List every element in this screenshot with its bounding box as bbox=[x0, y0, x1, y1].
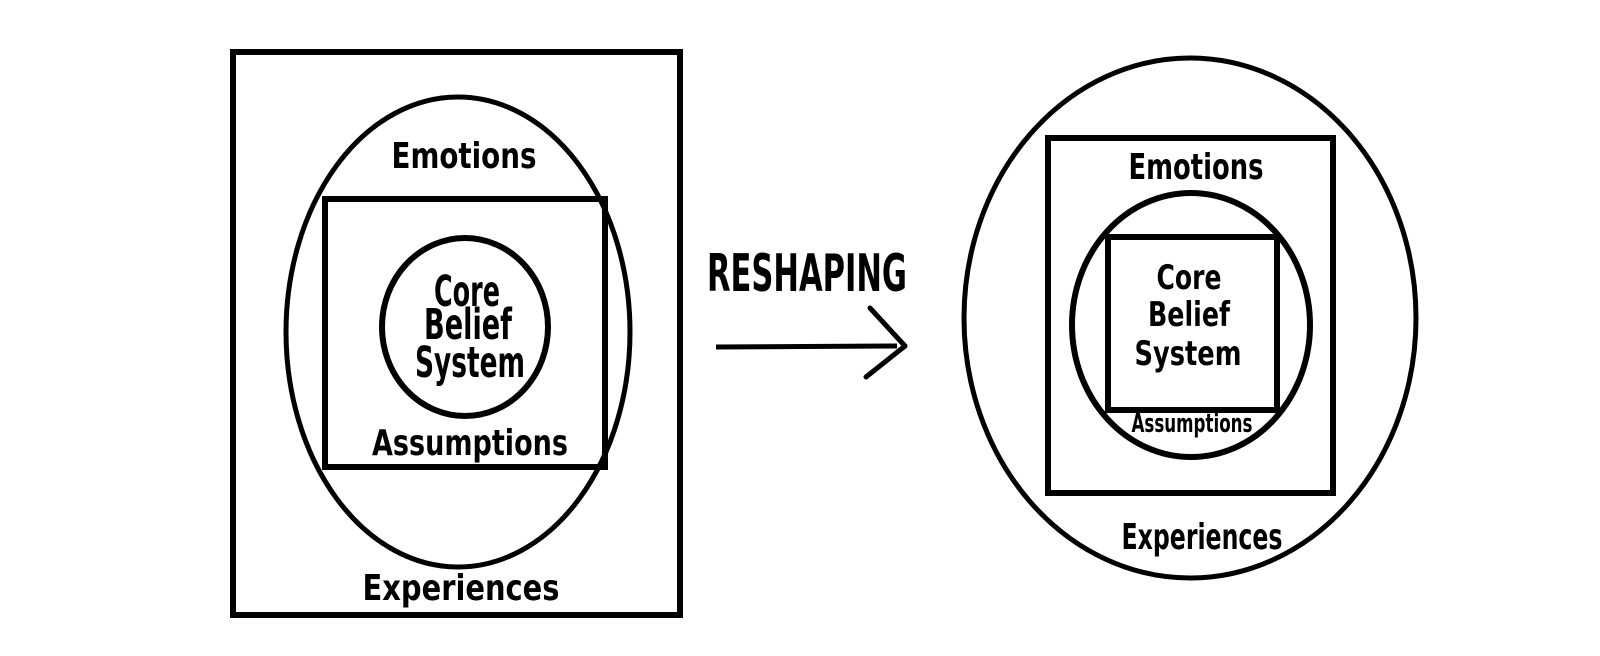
left-experiences-label: Experiences bbox=[363, 568, 560, 609]
left-emotions-label: Emotions bbox=[392, 136, 537, 177]
right-core-belief-label-line3: System bbox=[1135, 334, 1242, 374]
left-assumptions-square bbox=[322, 196, 608, 470]
left-emotions-ellipse bbox=[283, 94, 633, 570]
right-core-belief-square bbox=[1105, 234, 1280, 413]
right-emotions-rectangle bbox=[1045, 135, 1336, 496]
right-core-belief-label-line2: Belief bbox=[1148, 295, 1231, 335]
right-assumptions-label: Assumptions bbox=[1132, 409, 1253, 439]
left-diagram: Emotions Core Belief System Assumptions … bbox=[230, 49, 683, 618]
left-assumptions-label: Assumptions bbox=[372, 423, 568, 464]
arrow-shaft bbox=[715, 343, 898, 350]
left-core-belief-circle bbox=[379, 235, 551, 419]
right-experiences-label: Experiences bbox=[1122, 517, 1283, 558]
left-experiences-rectangle bbox=[230, 49, 683, 618]
reshaping-label: RESHAPING bbox=[707, 244, 907, 304]
right-core-belief-label-line1: Core bbox=[1157, 258, 1222, 298]
reshaping-transition: RESHAPING bbox=[707, 244, 908, 380]
left-core-belief-label-line1: Core bbox=[434, 267, 500, 317]
left-core-belief-label-line2: Belief bbox=[424, 300, 513, 350]
right-emotions-label: Emotions bbox=[1129, 147, 1264, 188]
arrow-head bbox=[863, 305, 908, 380]
right-assumptions-circle bbox=[1069, 190, 1313, 460]
right-experiences-ellipse bbox=[961, 55, 1419, 581]
left-core-belief-label-line3: System bbox=[415, 338, 525, 388]
arrow-right-icon bbox=[715, 305, 908, 380]
right-diagram: Emotions Core Belief System Assumptions … bbox=[961, 55, 1419, 581]
